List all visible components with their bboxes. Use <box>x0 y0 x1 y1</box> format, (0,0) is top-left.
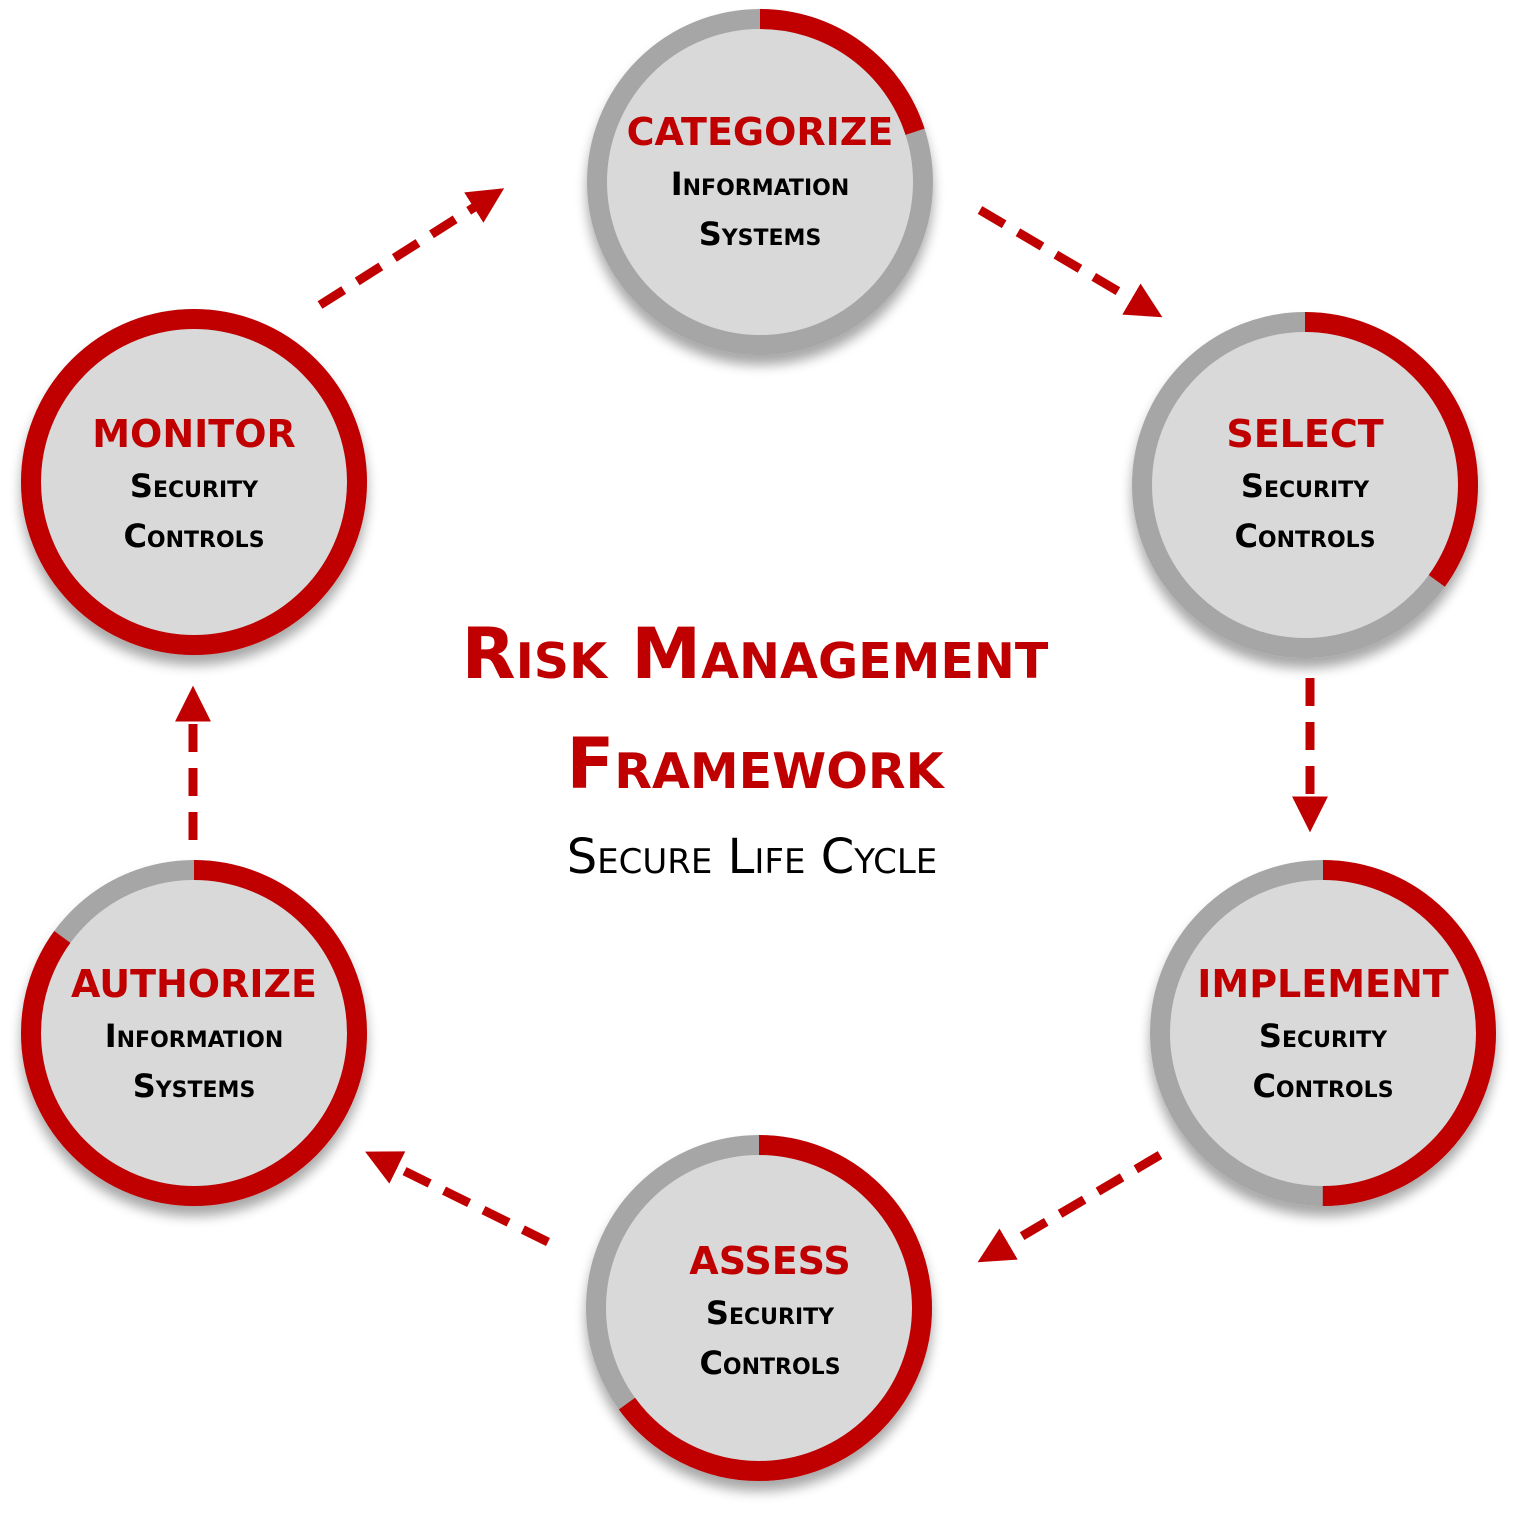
step-authorize: AUTHORIZE Information Systems <box>21 860 367 1206</box>
step-ring-progress <box>1150 860 1496 1206</box>
step-subtitle-line1: Information <box>105 1017 284 1055</box>
arrow-monitor-to-categorize <box>317 188 505 309</box>
step-subtitle-line1: Security <box>130 467 259 505</box>
step-subtitle-line2: Systems <box>133 1067 256 1105</box>
step-select: SELECT Security Controls <box>1132 312 1478 658</box>
center-title: Risk Management Framework Secure Life Cy… <box>462 613 1049 885</box>
step-ring-progress <box>586 1135 932 1481</box>
step-title: CATEGORIZE <box>627 110 894 154</box>
arrow-implement-to-assess <box>977 1151 1163 1263</box>
step-title: SELECT <box>1226 412 1383 456</box>
title-line1: Risk Management <box>462 613 1049 695</box>
subtitle: Secure Life Cycle <box>567 829 938 885</box>
step-categorize: CATEGORIZE Information Systems <box>587 9 933 355</box>
step-subtitle-line2: Controls <box>1234 517 1375 555</box>
step-ring-progress <box>21 309 367 655</box>
step-subtitle-line1: Security <box>706 1294 835 1332</box>
step-monitor: MONITOR Security Controls <box>21 309 367 655</box>
step-title: IMPLEMENT <box>1197 962 1449 1006</box>
step-assess: ASSESS Security Controls <box>586 1135 932 1481</box>
step-subtitle-line1: Information <box>671 165 850 203</box>
title-line2: Framework <box>566 723 945 805</box>
step-ring-progress <box>21 860 367 1206</box>
step-subtitle-line1: Security <box>1241 467 1370 505</box>
step-implement: IMPLEMENT Security Controls <box>1150 860 1496 1206</box>
step-ring-progress <box>1132 312 1478 658</box>
step-subtitle-line2: Controls <box>699 1344 840 1382</box>
step-title: AUTHORIZE <box>71 962 317 1006</box>
step-subtitle-line2: Controls <box>123 517 264 555</box>
step-title: ASSESS <box>689 1239 850 1283</box>
arrow-categorize-to-select <box>977 206 1163 318</box>
step-subtitle-line1: Security <box>1259 1017 1388 1055</box>
cycle-arrows <box>175 188 1328 1263</box>
step-title: MONITOR <box>92 412 296 456</box>
step-subtitle-line2: Controls <box>1252 1067 1393 1105</box>
arrow-assess-to-authorize <box>365 1151 550 1247</box>
step-subtitle-line2: Systems <box>699 215 822 253</box>
step-ring-progress <box>587 9 933 355</box>
